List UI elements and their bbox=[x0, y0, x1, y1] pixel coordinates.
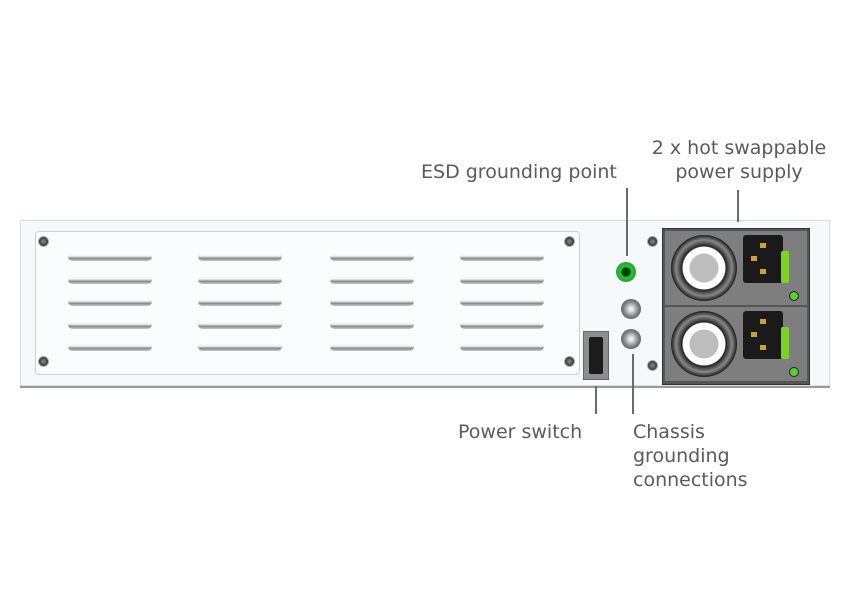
screw-icon bbox=[38, 356, 49, 367]
vent-slot bbox=[330, 342, 414, 351]
power-supply-unit bbox=[665, 307, 807, 381]
vent-slot bbox=[198, 252, 282, 261]
vent-slot bbox=[460, 297, 544, 306]
vent-slot bbox=[198, 342, 282, 351]
power-socket bbox=[743, 311, 783, 359]
power-switch-leader-line bbox=[595, 386, 597, 414]
vent-slot bbox=[330, 297, 414, 306]
esd-leader-line bbox=[626, 188, 628, 256]
power-switch-rocker bbox=[589, 337, 603, 374]
vent-slot bbox=[68, 320, 152, 329]
psu-led bbox=[789, 291, 799, 301]
psu-label-line2: power supply bbox=[675, 161, 803, 183]
chassis-grounding-connection bbox=[621, 329, 641, 349]
screw-icon bbox=[564, 356, 575, 367]
vent-slot bbox=[330, 252, 414, 261]
chassis-label-line1: Chassis bbox=[633, 421, 705, 443]
vent-slot bbox=[198, 297, 282, 306]
screw-icon bbox=[647, 236, 658, 247]
vent-slot bbox=[68, 342, 152, 351]
fan-icon bbox=[671, 235, 737, 301]
screw-icon bbox=[564, 236, 575, 247]
chassis-leader-line bbox=[632, 354, 634, 414]
vent-slot bbox=[198, 320, 282, 329]
vent-slot bbox=[460, 252, 544, 261]
vent-slot bbox=[68, 252, 152, 261]
esd-label: ESD grounding point bbox=[421, 161, 617, 183]
psu-led bbox=[789, 367, 799, 377]
screw-icon bbox=[38, 236, 49, 247]
vent-slot bbox=[460, 275, 544, 284]
chassis-label-line3: connections bbox=[633, 469, 748, 491]
vent-slot bbox=[68, 297, 152, 306]
screw-icon bbox=[647, 360, 658, 371]
power-socket bbox=[743, 235, 783, 283]
vent-slot bbox=[460, 320, 544, 329]
vent-slot bbox=[330, 320, 414, 329]
psu-leader-line bbox=[737, 190, 739, 222]
vent-slot bbox=[68, 275, 152, 284]
power-supply-bay bbox=[662, 228, 810, 385]
psu-latch bbox=[781, 251, 789, 283]
power-switch bbox=[583, 331, 609, 380]
psu-latch bbox=[781, 327, 789, 359]
vent-slot bbox=[330, 275, 414, 284]
chassis-label-line2: grounding bbox=[633, 445, 730, 467]
power-switch-label: Power switch bbox=[458, 421, 583, 443]
power-supply-unit bbox=[665, 231, 807, 305]
psu-label-line1: 2 x hot swappable bbox=[651, 137, 827, 159]
chassis-grounding-connection bbox=[621, 299, 641, 319]
esd-grounding-point bbox=[616, 262, 636, 282]
vent-slot bbox=[460, 342, 544, 351]
vent-slot bbox=[198, 275, 282, 284]
fan-icon bbox=[671, 311, 737, 377]
